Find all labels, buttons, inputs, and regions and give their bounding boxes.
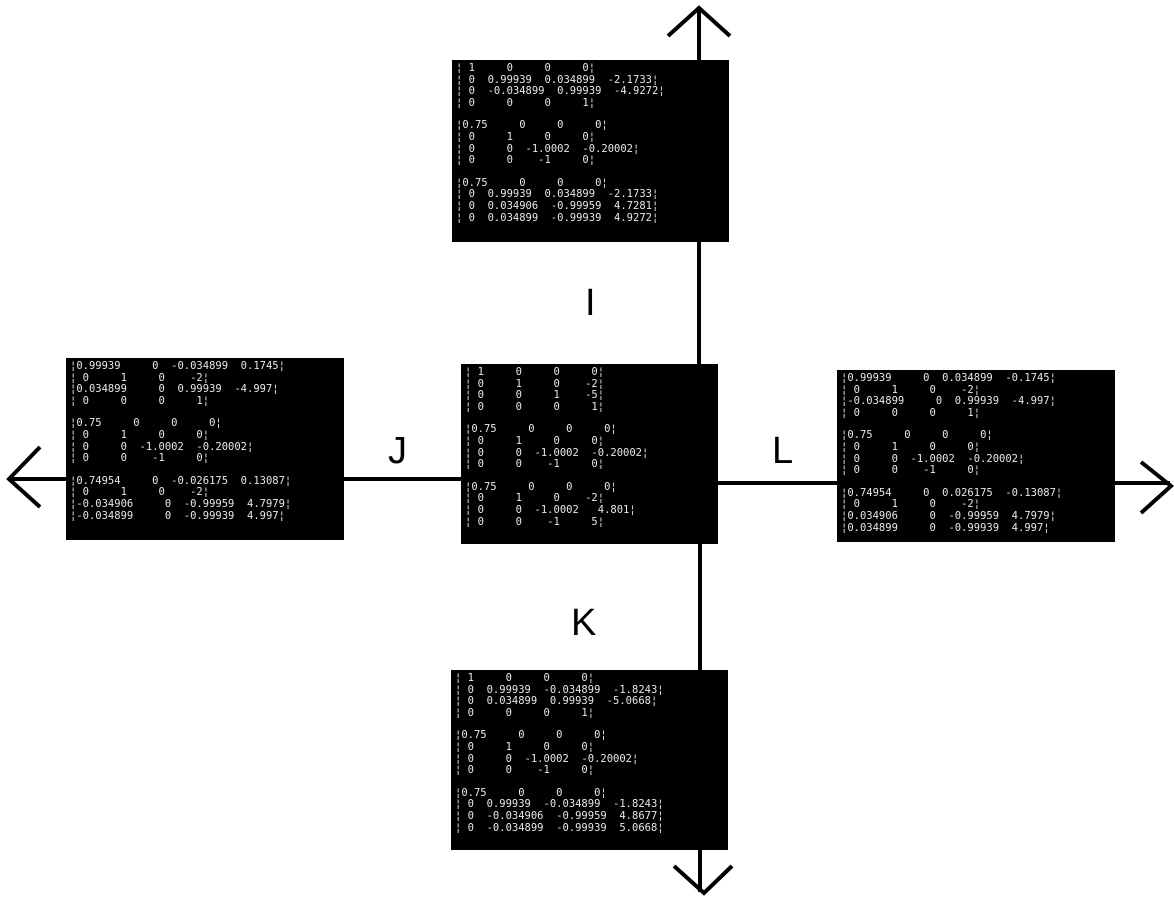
- matrix-row: ¦ 1 0 0 0¦: [465, 366, 605, 378]
- matrix-row: ¦0.75 0 0 0¦: [465, 423, 617, 436]
- matrix-row: ¦ 0 1 0 -2¦: [841, 383, 981, 396]
- matrix-3: ¦0.74954 0 0.026175 -0.13087¦¦ 0 1 0 -2¦…: [841, 486, 1111, 534]
- matrix-row: ¦ 0 0 0 1¦: [465, 400, 605, 413]
- arrow-right-head: [1139, 460, 1174, 515]
- matrix-row: ¦ 0 1 0 0¦: [465, 434, 605, 447]
- matrix-row: ¦0.75 0 0 0¦: [456, 176, 608, 189]
- key-label-down: K: [571, 602, 597, 644]
- matrix-panel-left: ¦0.99939 0 -0.034899 0.1745¦¦ 0 1 0 -2¦¦…: [66, 358, 344, 540]
- matrix-panel-center: ¦ 1 0 0 0¦¦ 0 1 0 -2¦¦ 0 0 1 -5¦¦ 0 0 0 …: [461, 364, 718, 544]
- matrix-3: ¦0.74954 0 -0.026175 0.13087¦¦ 0 1 0 -2¦…: [70, 474, 340, 522]
- matrix-panel-down: ¦ 1 0 0 0¦¦ 0 0.99939 -0.034899 -1.8243¦…: [451, 670, 728, 850]
- matrix-row: ¦0.74954 0 0.026175 -0.13087¦: [841, 486, 1063, 499]
- matrix-panel-right: ¦0.99939 0 0.034899 -0.1745¦¦ 0 1 0 -2¦¦…: [837, 370, 1115, 542]
- key-label-up: I: [585, 282, 596, 324]
- matrix-row: ¦ 0 0 -1 0¦: [841, 464, 981, 477]
- matrix-row: ¦ 0 0 0 1¦: [841, 406, 981, 419]
- matrix-row: ¦ 0 1 0 0¦: [70, 428, 210, 441]
- matrix-row: ¦0.034899 0 -0.99939 4.997¦: [841, 521, 1050, 534]
- matrix-row: ¦ 0 -0.034899 0.99939 -4.9272¦: [456, 85, 665, 98]
- matrix-row: ¦ 0 0 -1.0002 -0.20002¦: [455, 752, 639, 765]
- arrow-down-head: [672, 864, 734, 896]
- matrix-row: ¦ 0 0.034899 0.99939 -5.0668¦: [455, 695, 658, 708]
- matrix-row: ¦ 0 0 -1 5¦: [465, 515, 605, 528]
- key-label-left: J: [388, 430, 407, 472]
- matrix-row: ¦ 0 -0.034906 -0.99959 4.8677¦: [455, 809, 664, 822]
- matrix-3: ¦0.75 0 0 0¦¦ 0 0.99939 0.034899 -2.1733…: [456, 176, 725, 224]
- matrix-row: ¦-0.034906 0 -0.99959 4.7979¦: [70, 497, 292, 510]
- matrix-row: ¦ 0 0 -1.0002 4.801¦: [465, 503, 636, 516]
- matrix-row: ¦ 0 -0.034899 -0.99939 5.0668¦: [455, 821, 664, 834]
- matrix-row: ¦ 0 0.034906 -0.99959 4.7281¦: [456, 199, 659, 212]
- matrix-row: ¦0.75 0 0 0¦: [455, 786, 607, 799]
- matrix-row: ¦0.75 0 0 0¦: [465, 480, 617, 493]
- matrix-row: ¦ 0 0 -1.0002 -0.20002¦: [456, 142, 640, 155]
- matrix-2: ¦0.75 0 0 0¦¦ 0 1 0 0¦¦ 0 0 -1.0002 -0.2…: [456, 120, 725, 166]
- matrix-row: ¦ 0 0.99939 0.034899 -2.1733¦: [456, 73, 659, 86]
- matrix-row: ¦0.034899 0 0.99939 -4.997¦: [70, 383, 279, 396]
- matrix-row: ¦0.034906 0 -0.99959 4.7979¦: [841, 509, 1056, 522]
- matrix-2: ¦0.75 0 0 0¦¦ 0 1 0 0¦¦ 0 0 -1.0002 -0.2…: [455, 730, 724, 776]
- matrix-row: ¦-0.034899 0 -0.99939 4.997¦: [70, 509, 285, 522]
- matrix-row: ¦0.99939 0 0.034899 -0.1745¦: [841, 372, 1056, 384]
- matrix-row: ¦ 0 0.99939 -0.034899 -1.8243¦: [455, 798, 664, 811]
- key-label-right: L: [772, 430, 794, 472]
- matrix-row: ¦ 0 1 0 -2¦: [70, 371, 210, 384]
- matrix-row: ¦ 0 1 0 -2¦: [465, 492, 605, 505]
- matrix-row: ¦ 0 1 0 -2¦: [70, 486, 210, 499]
- matrix-row: ¦ 0 1 0 0¦: [455, 740, 595, 753]
- matrix-3: ¦0.75 0 0 0¦¦ 0 0.99939 -0.034899 -1.824…: [455, 786, 724, 834]
- matrix-1: ¦ 1 0 0 0¦¦ 0 1 0 -2¦¦ 0 0 1 -5¦¦ 0 0 0 …: [465, 366, 714, 413]
- matrix-panel-up: ¦ 1 0 0 0¦¦ 0 0.99939 0.034899 -2.1733¦¦…: [452, 60, 729, 242]
- matrix-2: ¦0.75 0 0 0¦¦ 0 1 0 0¦¦ 0 0 -1.0002 -0.2…: [70, 418, 340, 464]
- matrix-row: ¦ 0 0.034899 -0.99939 4.9272¦: [456, 211, 659, 224]
- matrix-row: ¦ 0 0 0 1¦: [455, 706, 595, 719]
- matrix-row: ¦-0.034899 0 0.99939 -4.997¦: [841, 395, 1056, 408]
- matrix-row: ¦ 1 0 0 0¦: [456, 62, 596, 74]
- matrix-3: ¦0.75 0 0 0¦¦ 0 1 0 -2¦¦ 0 0 -1.0002 4.8…: [465, 480, 714, 528]
- matrix-1: ¦ 1 0 0 0¦¦ 0 0.99939 0.034899 -2.1733¦¦…: [456, 62, 725, 109]
- matrix-1: ¦ 1 0 0 0¦¦ 0 0.99939 -0.034899 -1.8243¦…: [455, 672, 724, 719]
- matrix-row: ¦ 0 0 -1 0¦: [456, 154, 596, 167]
- matrix-row: ¦0.75 0 0 0¦: [841, 429, 993, 442]
- arrow-left-head: [6, 445, 42, 509]
- matrix-row: ¦ 0 0 0 1¦: [70, 394, 210, 407]
- matrix-row: ¦ 0 0 -1 0¦: [70, 452, 210, 465]
- matrix-row: ¦ 0 0 -1 0¦: [455, 764, 595, 777]
- matrix-row: ¦ 0 0 0 1¦: [456, 96, 596, 109]
- matrix-row: ¦ 0 0 -1.0002 -0.20002¦: [841, 452, 1025, 465]
- matrix-row: ¦ 0 0.99939 0.034899 -2.1733¦: [456, 188, 659, 201]
- matrix-1: ¦0.99939 0 0.034899 -0.1745¦¦ 0 1 0 -2¦¦…: [841, 372, 1111, 419]
- matrix-row: ¦0.99939 0 -0.034899 0.1745¦: [70, 360, 285, 372]
- matrix-row: ¦ 0 1 0 -2¦: [465, 377, 605, 390]
- matrix-row: ¦0.75 0 0 0¦: [70, 417, 222, 430]
- matrix-row: ¦0.75 0 0 0¦: [455, 729, 607, 742]
- matrix-2: ¦0.75 0 0 0¦¦ 0 1 0 0¦¦ 0 0 -1.0002 -0.2…: [841, 430, 1111, 476]
- matrix-row: ¦0.75 0 0 0¦: [456, 119, 608, 132]
- matrix-2: ¦0.75 0 0 0¦¦ 0 1 0 0¦¦ 0 0 -1.0002 -0.2…: [465, 424, 714, 470]
- matrix-row: ¦ 0 0 1 -5¦: [465, 389, 605, 402]
- matrix-row: ¦ 0 0 -1.0002 -0.20002¦: [70, 440, 254, 453]
- matrix-row: ¦0.74954 0 -0.026175 0.13087¦: [70, 474, 292, 487]
- arrow-up-head: [666, 5, 732, 38]
- matrix-row: ¦ 0 0 -1 0¦: [465, 458, 605, 471]
- matrix-row: ¦ 0 1 0 0¦: [841, 440, 981, 453]
- matrix-row: ¦ 1 0 0 0¦: [455, 672, 595, 684]
- matrix-row: ¦ 0 1 0 -2¦: [841, 498, 981, 511]
- matrix-row: ¦ 0 0.99939 -0.034899 -1.8243¦: [455, 683, 664, 696]
- matrix-1: ¦0.99939 0 -0.034899 0.1745¦¦ 0 1 0 -2¦¦…: [70, 360, 340, 407]
- matrix-row: ¦ 0 1 0 0¦: [456, 130, 596, 143]
- matrix-row: ¦ 0 0 -1.0002 -0.20002¦: [465, 446, 649, 459]
